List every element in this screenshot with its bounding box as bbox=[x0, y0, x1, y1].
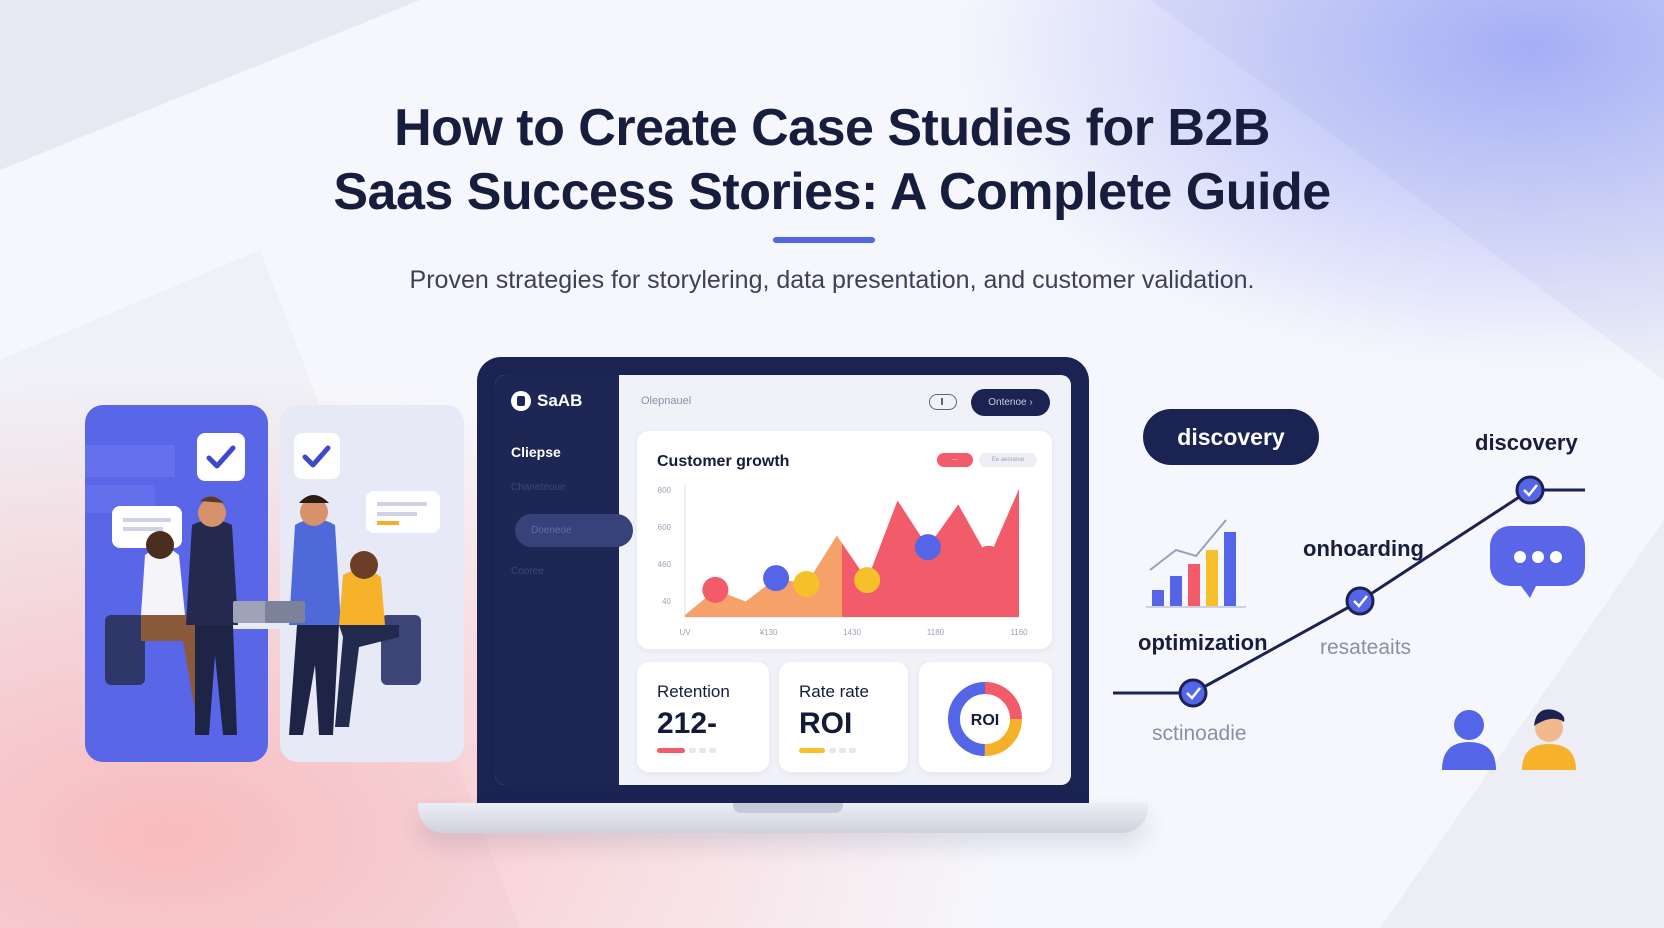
metric-progress-bar bbox=[657, 748, 685, 753]
page-title: How to Create Case Studies for B2B Saas … bbox=[0, 96, 1664, 224]
data-point bbox=[914, 534, 941, 561]
data-point bbox=[854, 567, 881, 594]
dashboard-screen: SaAB Cliepse Chaneteoue Doeneoe Cooree O… bbox=[495, 375, 1071, 785]
page-title-line-1: How to Create Case Studies for B2B bbox=[394, 99, 1270, 157]
check-tile-middle bbox=[294, 433, 340, 479]
topbar-action-button[interactable]: Ontenoe › bbox=[971, 389, 1050, 416]
sidebar-item-label: Doeneoe bbox=[531, 525, 572, 536]
brand-logo-icon bbox=[511, 391, 531, 411]
app-sidebar: SaAB Cliepse Chaneteoue Doeneoe Cooree bbox=[495, 375, 633, 785]
y-tick-label: 40 bbox=[662, 597, 671, 606]
timeline-node-discovery[interactable] bbox=[1515, 475, 1545, 505]
topbar-title: Olepnauel bbox=[641, 395, 692, 407]
y-tick-label: 800 bbox=[658, 486, 672, 495]
metric-value: ROI bbox=[799, 707, 853, 740]
timeline-node-onboarding[interactable] bbox=[1345, 586, 1375, 616]
rate-card: Rate rate ROI bbox=[779, 662, 908, 772]
user-avatar-icon bbox=[1454, 710, 1484, 740]
users-icon bbox=[1442, 709, 1576, 770]
series-area bbox=[685, 488, 1019, 617]
metric-progress-dots bbox=[689, 748, 716, 753]
chart-title: Customer growth bbox=[657, 453, 790, 470]
x-tick-label: 1180 bbox=[927, 628, 945, 637]
x-tick-label: UV bbox=[679, 628, 691, 637]
metric-progress-bar bbox=[799, 748, 825, 753]
data-point bbox=[702, 576, 729, 603]
metric-progress-dots bbox=[829, 748, 856, 753]
check-tile-left bbox=[197, 433, 245, 481]
checkmark-icon bbox=[1353, 595, 1368, 608]
timeline-label-onboarding: onhoarding bbox=[1303, 536, 1424, 561]
topbar-toggle[interactable] bbox=[929, 394, 957, 410]
page-title-line-2: Saas Success Stories: A Complete Guide bbox=[333, 163, 1331, 221]
brand-name: SaAB bbox=[537, 391, 583, 410]
checkmark-icon bbox=[302, 445, 331, 468]
x-tick-label: 1160 bbox=[1010, 628, 1028, 637]
laptop-notch bbox=[733, 803, 843, 813]
x-tick-label: 1430 bbox=[843, 628, 861, 637]
sidebar-item-2[interactable]: Chaneteoue bbox=[511, 482, 566, 493]
chart-legend-item[interactable]: — bbox=[937, 453, 973, 467]
checkmark-icon bbox=[1186, 687, 1201, 700]
sidebar-item-4[interactable]: Cooree bbox=[511, 566, 544, 577]
roi-donut-chart: ROI bbox=[948, 682, 1022, 756]
data-point bbox=[793, 571, 820, 597]
journey-timeline bbox=[1113, 475, 1585, 708]
checkmark-icon bbox=[206, 445, 236, 469]
data-point bbox=[975, 545, 1002, 572]
roi-card: ROI bbox=[919, 662, 1052, 772]
metric-label: Retention bbox=[657, 682, 730, 701]
discovery-pill[interactable]: discovery bbox=[1143, 409, 1319, 465]
timeline-sublabel: resateaits bbox=[1320, 636, 1412, 659]
timeline-node-optimization[interactable] bbox=[1178, 678, 1208, 708]
chat-bubble-icon bbox=[1490, 526, 1585, 598]
timeline-label-discovery: discovery bbox=[1475, 430, 1578, 455]
roi-donut-label: ROI bbox=[971, 712, 999, 729]
retention-card: Retention 212- bbox=[637, 662, 769, 772]
checkmark-icon bbox=[1523, 484, 1538, 497]
timeline-label-optimization: optimization bbox=[1138, 630, 1268, 655]
customer-growth-card: Customer growth — Ee aeoueue 800 600 460 40… bbox=[637, 431, 1052, 649]
x-tick-label: ¥130 bbox=[759, 628, 778, 637]
metric-value: 212- bbox=[657, 707, 718, 740]
brand-logo: SaAB bbox=[511, 391, 582, 411]
sidebar-item-active[interactable]: Doeneoe bbox=[515, 514, 633, 547]
chart-legend-item[interactable]: Ee aeoueue bbox=[979, 453, 1037, 467]
y-tick-label: 600 bbox=[658, 523, 672, 532]
timeline-sublabel: sctinoadie bbox=[1152, 722, 1247, 745]
metric-label: Rate rate bbox=[799, 682, 869, 701]
sidebar-item-cliepse[interactable]: Cliepse bbox=[511, 444, 561, 460]
team-meeting-illustration bbox=[85, 433, 440, 735]
data-point bbox=[763, 565, 790, 592]
title-underline bbox=[773, 237, 875, 243]
bar-chart-icon bbox=[1146, 519, 1246, 608]
page-subtitle: Proven strategies for storylering, data … bbox=[409, 266, 1255, 294]
y-tick-label: 460 bbox=[658, 560, 672, 569]
